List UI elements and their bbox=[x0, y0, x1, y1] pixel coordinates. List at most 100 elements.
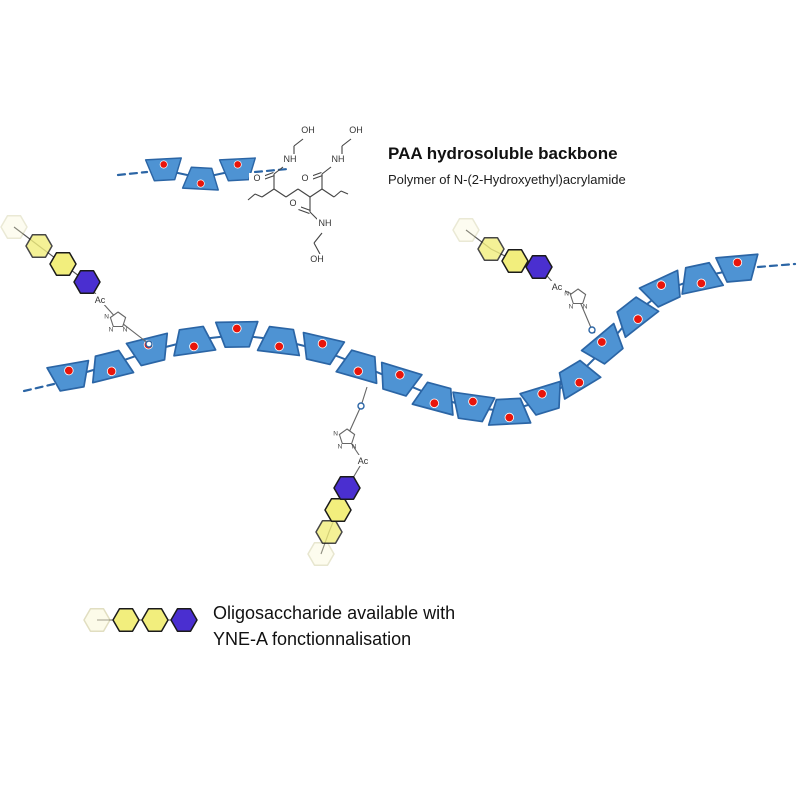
backbone-unit bbox=[125, 332, 169, 367]
backbone-unit bbox=[558, 359, 602, 400]
red-dot bbox=[196, 179, 205, 188]
monomer-shape bbox=[144, 157, 182, 182]
attachment-node bbox=[588, 326, 596, 334]
sugar-purple-hexagon bbox=[333, 475, 361, 501]
red-dot bbox=[353, 366, 363, 376]
monomer-shape bbox=[380, 361, 423, 397]
nitrogen-label: N bbox=[123, 327, 128, 334]
triazole-ring bbox=[109, 311, 127, 328]
sugar-pale-hexagon bbox=[307, 541, 335, 567]
double-bond bbox=[299, 205, 311, 212]
red-dot bbox=[732, 257, 743, 268]
atom-label: OH bbox=[349, 125, 363, 135]
backbone-unit bbox=[256, 325, 301, 357]
monomer-shape bbox=[411, 381, 454, 416]
backbone-unit bbox=[411, 381, 454, 416]
sugar-pale-hexagon bbox=[452, 217, 480, 243]
backbone-unit bbox=[616, 296, 660, 339]
chain-dash bbox=[756, 262, 797, 269]
nitrogen-label: N bbox=[352, 444, 357, 451]
monomer-shape bbox=[173, 325, 217, 357]
monomer-shape bbox=[519, 380, 562, 416]
label-bg bbox=[348, 125, 364, 135]
atom-label: O bbox=[301, 173, 308, 183]
bond bbox=[261, 188, 275, 198]
atom-label: OH bbox=[301, 125, 315, 135]
label-bg bbox=[330, 154, 346, 164]
triazole-ring bbox=[338, 428, 356, 445]
red-dot bbox=[696, 278, 707, 289]
nitrogen-label: N bbox=[104, 313, 109, 320]
red-dot bbox=[317, 338, 328, 349]
double-bond bbox=[298, 208, 310, 215]
sugar-yellow-hexagon bbox=[25, 233, 53, 259]
chain-dash bbox=[253, 167, 290, 174]
polymer-chain bbox=[22, 253, 797, 426]
backbone-legend-title: PAA hydrosoluble backbone bbox=[388, 144, 618, 163]
chain-dash bbox=[22, 382, 56, 393]
backbone-unit bbox=[638, 269, 681, 308]
red-dot bbox=[106, 366, 117, 377]
backbone-unit bbox=[519, 380, 562, 416]
backbone-unit bbox=[335, 349, 378, 385]
monomer-shape bbox=[452, 391, 496, 423]
label-bg bbox=[282, 154, 298, 164]
legend-sugar-yellow-hexagon bbox=[112, 607, 140, 633]
backbone-unit bbox=[144, 157, 182, 182]
ac-label: Ac bbox=[358, 456, 369, 466]
red-dot bbox=[633, 314, 643, 324]
backbone-unit bbox=[452, 391, 496, 423]
bond bbox=[313, 232, 323, 244]
bond bbox=[309, 188, 323, 198]
bond bbox=[273, 188, 287, 198]
nitrogen-label: N bbox=[569, 304, 574, 311]
red-dot bbox=[656, 280, 666, 290]
nitrogen-label: N bbox=[109, 327, 114, 334]
nitrogen-label: N bbox=[338, 444, 343, 451]
bond bbox=[321, 166, 332, 175]
bond bbox=[273, 166, 284, 175]
backbone-unit bbox=[46, 359, 90, 392]
bond bbox=[293, 138, 304, 147]
backbone-unit bbox=[715, 253, 759, 283]
bond bbox=[341, 138, 352, 147]
bond bbox=[333, 190, 342, 198]
monomer-shape bbox=[46, 359, 90, 392]
atom-label: NH bbox=[284, 154, 297, 164]
oligo-legend-symbols bbox=[83, 607, 198, 633]
legend-sugar-purple-hexagon bbox=[170, 607, 198, 633]
sugar-yellow-hexagon bbox=[324, 497, 352, 523]
oligo-legend-line2: YNE-A fonctionnalisation bbox=[213, 629, 411, 649]
sugar-yellow-hexagon bbox=[477, 236, 505, 262]
monomer-shape bbox=[681, 261, 725, 295]
label-bg bbox=[300, 125, 316, 135]
red-dot bbox=[395, 370, 405, 380]
ac-label: Ac bbox=[95, 295, 106, 305]
backbone-unit bbox=[173, 325, 217, 357]
double-bond bbox=[263, 174, 275, 181]
monomer-shape bbox=[214, 320, 259, 349]
atom-label: OH bbox=[310, 254, 324, 264]
backbone-legend-subtitle: Polymer of N-(2-Hydroxyethyl)acrylamide bbox=[388, 172, 626, 187]
bond bbox=[285, 188, 299, 198]
label-bg bbox=[249, 173, 265, 183]
atom-label: NH bbox=[319, 218, 332, 228]
monomer-shape bbox=[335, 349, 378, 385]
red-dot bbox=[232, 323, 242, 334]
sugar-purple-hexagon bbox=[525, 254, 553, 280]
monomer-shape bbox=[487, 397, 532, 426]
red-dot bbox=[233, 160, 242, 169]
attachment-node bbox=[357, 402, 365, 410]
sugar-pale-hexagon bbox=[0, 214, 28, 240]
nitrogen-label: N bbox=[333, 430, 338, 437]
red-dot bbox=[574, 377, 585, 388]
monomer-shape bbox=[302, 331, 346, 366]
label-bg bbox=[355, 455, 371, 466]
monomer-shape bbox=[181, 166, 219, 191]
bond bbox=[313, 242, 321, 255]
